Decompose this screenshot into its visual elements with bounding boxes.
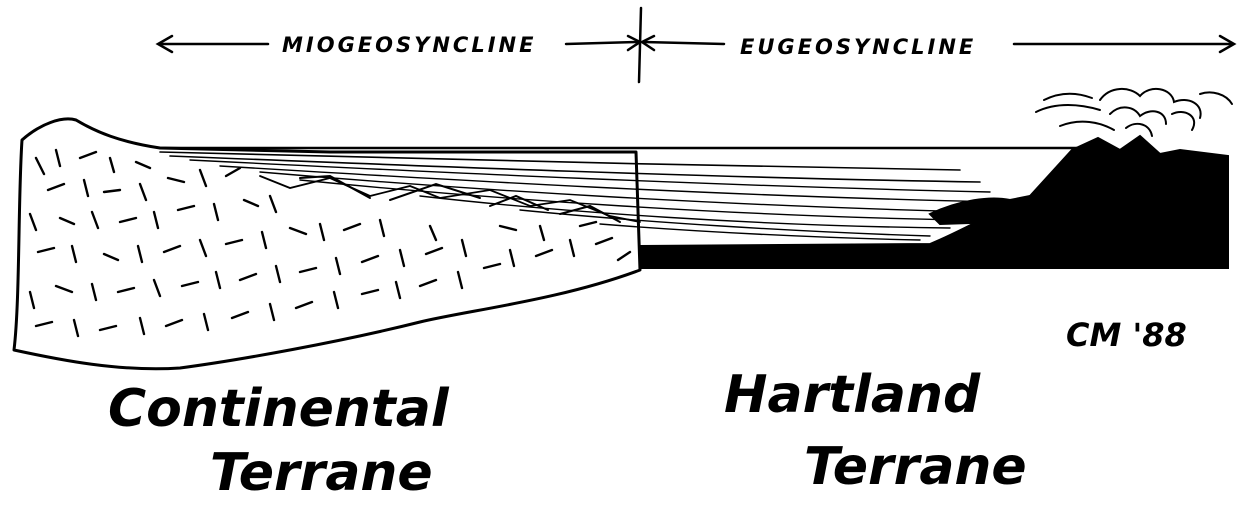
right-arrow-line-a <box>644 42 724 44</box>
center-divider-vertical <box>639 8 641 82</box>
continental-label: Continental <box>108 379 450 439</box>
artist-signature: CM '88 <box>1066 316 1187 354</box>
left-arrow-line-b <box>566 42 638 44</box>
miogeosyncline-label: MIOGEOSYNCLINE <box>282 33 536 57</box>
hartland-block <box>640 136 1228 268</box>
volcano-smoke <box>1036 89 1232 136</box>
continental-terrane-label: Terrane <box>210 443 433 503</box>
eugeosyncline-label: EUGEOSYNCLINE <box>740 35 976 59</box>
hartland-label: Hartland <box>724 365 981 425</box>
hartland-terrane-label: Terrane <box>804 437 1027 497</box>
